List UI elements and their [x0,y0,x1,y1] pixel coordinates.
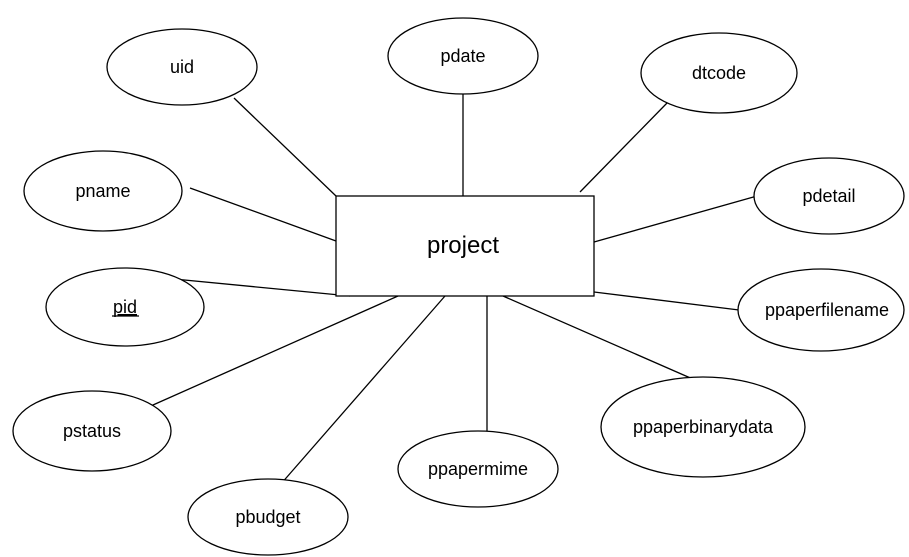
attribute-pdate: pdate [387,17,539,95]
attribute-pid-ellipse [45,267,205,347]
line-dtcode [579,101,669,193]
attribute-uid: uid [106,28,258,106]
entity-project-box [335,195,595,297]
attribute-dtcode-label: dtcode [692,63,746,83]
line-ppaperbinarydata [502,295,696,381]
attribute-ppaperbinarydata-ellipse [600,376,806,478]
attribute-ppaperbinarydata: ppaperbinarydata [600,376,806,478]
attribute-pid-label: pid [113,297,137,317]
attribute-pstatus-label: pstatus [63,421,121,441]
attribute-pdate-label: pdate [440,46,485,66]
attribute-pid: pid [45,267,205,347]
attribute-pdetail-ellipse [753,157,905,235]
attribute-pstatus-ellipse [12,390,172,472]
attribute-ppapermime-label: ppapermime [428,459,528,479]
line-pstatus [143,295,399,410]
attribute-pdetail-label: pdetail [802,186,855,206]
attribute-pname-ellipse [23,150,183,232]
attribute-pdate-ellipse [387,17,539,95]
line-pdetail [593,195,758,243]
attribute-pdetail: pdetail [753,157,905,235]
line-uid [233,97,337,197]
line-pname [189,187,337,242]
attribute-pname-label: pname [75,181,130,201]
attribute-ppapermime-ellipse [397,430,559,508]
attribute-pbudget: pbudget [187,478,349,556]
entity-project: project [335,195,595,297]
relationship-lines [143,91,758,486]
attribute-ppaperfilename-ellipse [737,268,905,352]
attribute-uid-label: uid [170,57,194,77]
attribute-pbudget-ellipse [187,478,349,556]
attribute-ppaperfilename-label: ppaperfilename [765,300,889,320]
attribute-dtcode: dtcode [640,32,798,114]
attribute-pbudget-label: pbudget [235,507,300,527]
attribute-dtcode-ellipse [640,32,798,114]
attribute-ppaperfilename: ppaperfilename [737,268,905,352]
attribute-pstatus: pstatus [12,390,172,472]
entity-project-label: project [427,232,499,259]
line-pbudget [279,295,446,486]
attribute-uid-ellipse [106,28,258,106]
attribute-ppaperbinarydata-label: ppaperbinarydata [633,417,774,437]
attribute-pname: pname [23,150,183,232]
attribute-ppapermime: ppapermime [397,430,559,508]
line-ppaperfilename [593,291,740,311]
line-pid [173,278,351,297]
